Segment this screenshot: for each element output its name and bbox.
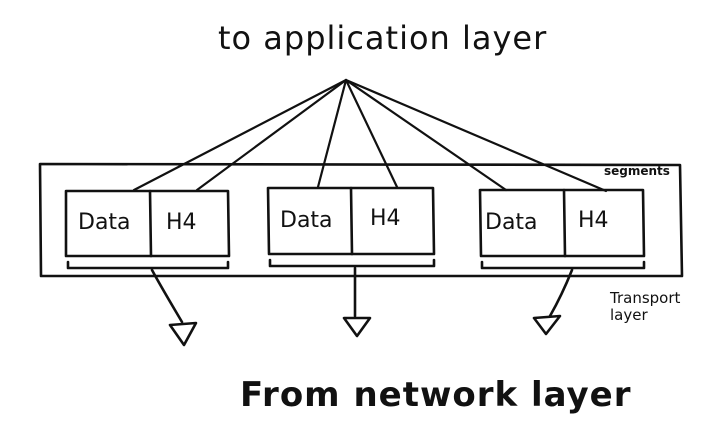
fan-line-5 (344, 78, 508, 192)
fan-line-1 (132, 78, 348, 192)
segments-label: segments (604, 164, 670, 178)
segment-1-header-label: H4 (166, 210, 197, 235)
fan-line-6 (344, 78, 608, 193)
fan-line-4 (344, 78, 399, 189)
arrow-down-1 (150, 268, 198, 347)
brace-2 (268, 258, 436, 268)
arrow-down-2 (342, 266, 372, 338)
fan-line-2 (195, 78, 348, 192)
fan-out-lines (132, 78, 608, 193)
segment-3-header-label: H4 (578, 208, 609, 233)
segment-box-2 (266, 186, 436, 256)
brace-1 (66, 260, 230, 270)
segment-1-data-label: Data (78, 210, 131, 235)
segment-3-data-label: Data (485, 210, 538, 235)
arrow-down-3 (532, 268, 574, 336)
segment-2-header-label: H4 (370, 206, 401, 231)
transport-layer-label: Transport layer (610, 289, 681, 324)
top-label: to application layer (218, 19, 548, 57)
segment-box-1 (64, 189, 231, 258)
fan-line-3 (316, 78, 348, 189)
transport-layer-box (38, 162, 684, 278)
brace-3 (480, 260, 646, 270)
segment-2-data-label: Data (280, 208, 333, 233)
bottom-label: From network layer (240, 375, 632, 415)
segment-box-3 (478, 188, 646, 258)
